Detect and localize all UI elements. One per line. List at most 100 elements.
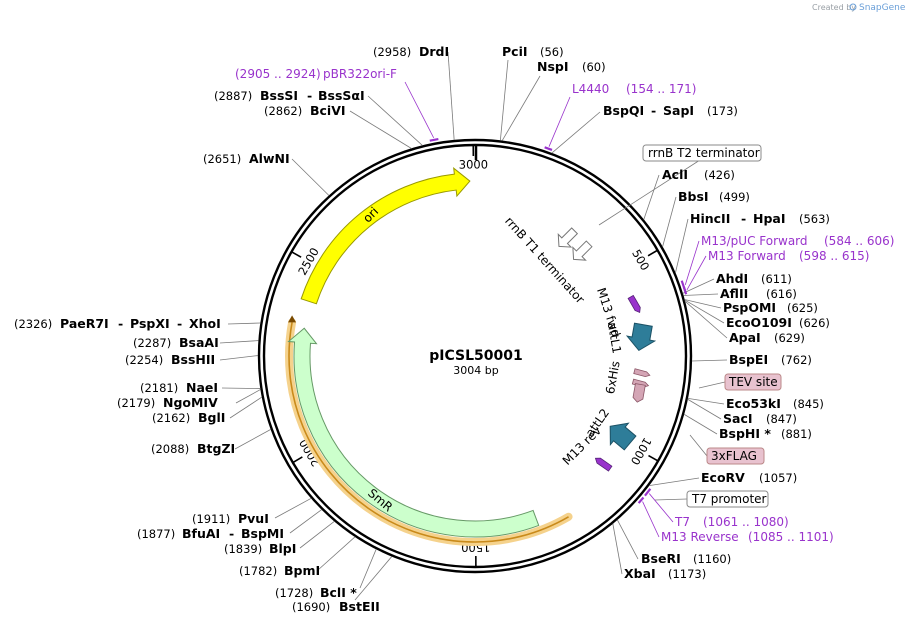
- primer-labels: (2905 .. 2924) pBR322ori-F L4440 (154 ..…: [235, 67, 894, 544]
- site-leader-line: [684, 299, 725, 324]
- rrnb-t2-label: rrnB T2 terminator: [648, 146, 760, 160]
- site-name-ecoo109i[interactable]: EcoO109I: [726, 315, 792, 330]
- primer-name-m13-forward[interactable]: M13 Forward: [708, 249, 786, 263]
- site-name-acli[interactable]: AclI: [662, 167, 688, 182]
- site-leader-line: [684, 300, 728, 339]
- site-name-btgzi[interactable]: BtgZI: [197, 441, 235, 456]
- site-pos-apai: (629): [774, 331, 805, 345]
- primer-name-m13-puc-forward[interactable]: M13/pUC Forward: [701, 234, 808, 248]
- site-name-bcivi[interactable]: BciVI: [310, 103, 346, 118]
- 3xflag-box[interactable]: [706, 447, 765, 465]
- site-leader-line: [227, 322, 261, 325]
- primer-mark[interactable]: [682, 286, 688, 295]
- feature-smr-arrow[interactable]: [287, 327, 540, 538]
- site-leader-line: [274, 497, 312, 519]
- site-name-sapi[interactable]: SapI: [663, 103, 694, 118]
- site-name-xbai[interactable]: XbaI: [624, 566, 656, 581]
- backbone-inner-strand: [262, 143, 688, 569]
- site-name-bsssai[interactable]: BssSαI: [318, 88, 365, 103]
- feature-leader-line: [598, 159, 701, 226]
- feature-rrnb-t1-arrow[interactable]: [567, 238, 595, 266]
- site-name-eco53ki[interactable]: Eco53kI: [726, 396, 781, 411]
- feature-attl1-arrow[interactable]: [625, 322, 657, 352]
- site-name-aflii[interactable]: AflII: [720, 286, 748, 301]
- site-leader-line: [499, 59, 509, 141]
- site-name-nspi[interactable]: NspI: [537, 59, 569, 74]
- site-name-bfuai[interactable]: BfuAI: [182, 526, 220, 541]
- boxed-feature-labels: rrnB T2 terminator TEV site 3xFLAG T7 pr…: [642, 144, 782, 508]
- 3xflag-label: 3xFLAG: [711, 449, 757, 463]
- rrnb-t2-box[interactable]: [642, 144, 762, 162]
- site-name-bpmi[interactable]: BpmI: [284, 563, 320, 578]
- feature-leader-line: [698, 381, 726, 389]
- site-name-bsphi[interactable]: BspHI *: [719, 426, 771, 441]
- feature-label-rrnb-t1: rrnB T1 terminator: [502, 214, 587, 306]
- primer-name-pbr322ori-f[interactable]: pBR322ori-F: [323, 67, 397, 81]
- site-name-blpi[interactable]: BlpI: [269, 541, 296, 556]
- site-name-apai[interactable]: ApaI: [729, 330, 761, 345]
- site-name-ahdi[interactable]: AhdI: [716, 271, 748, 286]
- site-name-paer7i[interactable]: PaeR7I: [60, 316, 109, 331]
- scale-tick: [291, 251, 302, 258]
- site-pos-ecoo109i: (626): [799, 316, 830, 330]
- primer-mark[interactable]: [637, 496, 645, 504]
- site-pos-bsteii: (1690): [292, 600, 330, 614]
- primer-range-t7: (1061 .. 1080): [703, 515, 789, 529]
- primer-name-m13-reverse[interactable]: M13 Reverse: [661, 530, 739, 544]
- feature-6xhis-arrow[interactable]: [633, 368, 651, 378]
- feature-ori-arrow[interactable]: [300, 167, 471, 305]
- site-leader-line: [691, 359, 728, 362]
- site-name-bgli[interactable]: BglI: [198, 410, 225, 425]
- site-name-bsssi[interactable]: BssSI: [260, 88, 298, 103]
- site-name-drdi[interactable]: DrdI: [419, 44, 449, 59]
- primer-mark[interactable]: [429, 137, 439, 142]
- primer-mark[interactable]: [644, 488, 652, 497]
- site-name-bsaai[interactable]: BsaAI: [179, 335, 219, 350]
- site-pos-naei: (2181): [140, 381, 178, 395]
- credit-brand: SnapGene: [859, 3, 906, 13]
- site-pos-drdi: (2958): [373, 45, 411, 59]
- site-name-xhoi[interactable]: XhoI: [189, 316, 221, 331]
- site-name-bspmi[interactable]: BspMI: [241, 526, 284, 541]
- site-name-hincii[interactable]: HincII: [690, 211, 730, 226]
- site-name-bsteii[interactable]: BstEII: [339, 599, 380, 614]
- site-leader-line: [612, 523, 623, 575]
- primer-leader-line: [684, 240, 700, 285]
- site-name-hpai[interactable]: HpaI: [753, 211, 786, 226]
- site-leader-line: [221, 387, 261, 389]
- primer-name-l4440[interactable]: L4440: [572, 82, 609, 96]
- site-name-bsshii[interactable]: BssHII: [171, 352, 215, 367]
- site-name-bseri[interactable]: BseRI: [641, 551, 681, 566]
- site-name-bspei[interactable]: BspEI: [729, 352, 768, 367]
- primer-mark[interactable]: [544, 146, 553, 151]
- site-name-ecorv[interactable]: EcoRV: [701, 470, 745, 485]
- site-pos-bcli: (1728): [275, 586, 313, 600]
- site-pos-blpi: (1839): [224, 542, 262, 556]
- site-leader-line: [551, 111, 601, 154]
- feature-m13-fwd-arrow[interactable]: [627, 294, 642, 314]
- tev-site-label: TEV site: [728, 375, 778, 389]
- site-pos-bspqi: (173): [707, 104, 738, 118]
- site-name-ngomiv[interactable]: NgoMIV: [163, 395, 218, 410]
- site-name-bspqi[interactable]: BspQI: [603, 103, 644, 118]
- site-pos-bspei: (762): [781, 353, 812, 367]
- primer-name-t7[interactable]: T7: [674, 515, 690, 529]
- site-name-pspxi[interactable]: PspXI: [130, 316, 170, 331]
- site-name-pcii[interactable]: PciI: [502, 44, 528, 59]
- t7-promoter-label: T7 promoter: [691, 492, 767, 506]
- site-pos-paer7i: (2326): [14, 317, 52, 331]
- feature-attl2-arrow[interactable]: [601, 416, 639, 454]
- feature-rrnb-t1-arrow[interactable]: [553, 224, 581, 252]
- scale-tick-label: 3000: [459, 157, 488, 171]
- feature-m13-rev-arrow[interactable]: [594, 456, 613, 472]
- site-name-saci[interactable]: SacI: [723, 411, 753, 426]
- site-name-pspomi[interactable]: PspOMI: [723, 300, 776, 315]
- site-name-naei[interactable]: NaeI: [186, 380, 218, 395]
- site-name-bcli[interactable]: BclI *: [320, 585, 357, 600]
- site-name-bbsi[interactable]: BbsI: [678, 189, 709, 204]
- feature-6xhis-arrow[interactable]: [632, 383, 646, 403]
- site-name-pvui[interactable]: PvuI: [238, 511, 269, 526]
- site-name-alwni[interactable]: AlwNI: [249, 151, 290, 166]
- t7-promoter-box[interactable]: [686, 490, 769, 508]
- tev-site-box[interactable]: [724, 373, 782, 391]
